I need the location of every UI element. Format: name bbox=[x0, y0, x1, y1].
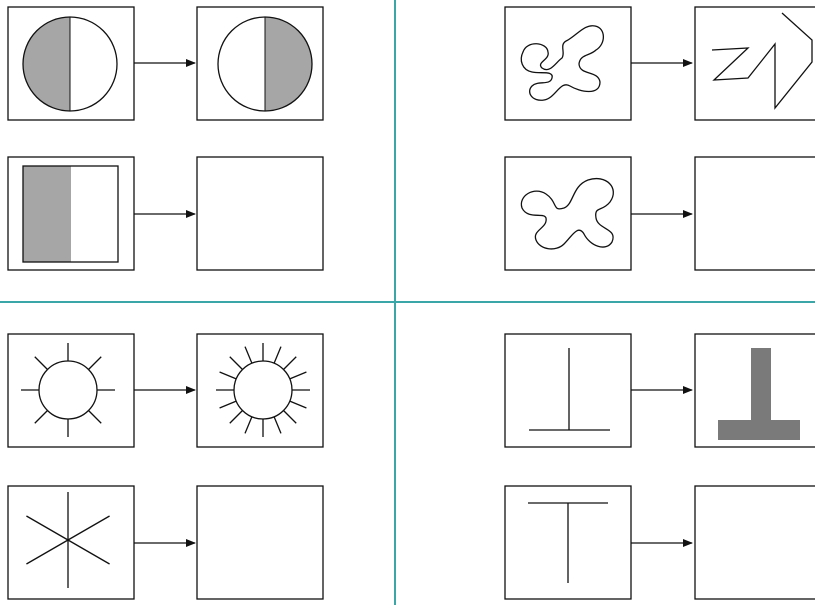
half-shaded-circle-right-icon bbox=[217, 16, 313, 112]
ray bbox=[289, 400, 307, 409]
ray bbox=[229, 410, 243, 424]
ray bbox=[273, 346, 282, 364]
empty-answer-box[interactable] bbox=[694, 485, 815, 600]
source-box bbox=[7, 485, 135, 600]
wiggly-outline-large-icon bbox=[520, 177, 614, 250]
ray bbox=[67, 515, 110, 541]
ray bbox=[34, 356, 48, 370]
ray bbox=[229, 356, 243, 370]
thin-inverted-t-icon bbox=[529, 348, 610, 431]
empty-answer-box[interactable] bbox=[196, 156, 324, 271]
source-box bbox=[504, 156, 632, 271]
ray bbox=[88, 356, 102, 370]
ray bbox=[34, 410, 48, 424]
ray bbox=[283, 356, 297, 370]
ray bbox=[219, 371, 237, 380]
empty-answer-box[interactable] bbox=[694, 156, 815, 271]
ray bbox=[88, 410, 102, 424]
half-shaded-circle-left-icon bbox=[22, 16, 118, 112]
sun-16-rays-icon bbox=[216, 343, 310, 437]
thick-inverted-t-icon bbox=[718, 348, 800, 440]
ray bbox=[219, 400, 237, 409]
quadrant-bottom-right bbox=[504, 333, 815, 600]
wiggly-outline-small-icon bbox=[520, 25, 605, 101]
target-box bbox=[694, 6, 815, 121]
quadrant-bottom-left bbox=[7, 333, 324, 600]
zigzag-angles-icon bbox=[711, 12, 813, 110]
empty-answer-box[interactable] bbox=[196, 485, 324, 600]
quadrant-top-left bbox=[7, 6, 324, 271]
sun-8-rays-icon bbox=[21, 343, 115, 437]
source-box bbox=[504, 333, 632, 448]
ray bbox=[67, 539, 110, 565]
quadrant-top-right bbox=[504, 6, 815, 271]
source-box bbox=[504, 6, 632, 121]
six-pointed-asterisk-icon bbox=[26, 492, 110, 588]
ray bbox=[26, 515, 69, 541]
ray bbox=[244, 416, 253, 434]
ray bbox=[289, 371, 307, 380]
ray bbox=[273, 416, 282, 434]
ray bbox=[283, 410, 297, 424]
ray bbox=[26, 539, 69, 565]
thin-t-icon bbox=[528, 502, 608, 583]
half-shaded-square-left-icon bbox=[22, 165, 119, 263]
ray bbox=[244, 346, 253, 364]
